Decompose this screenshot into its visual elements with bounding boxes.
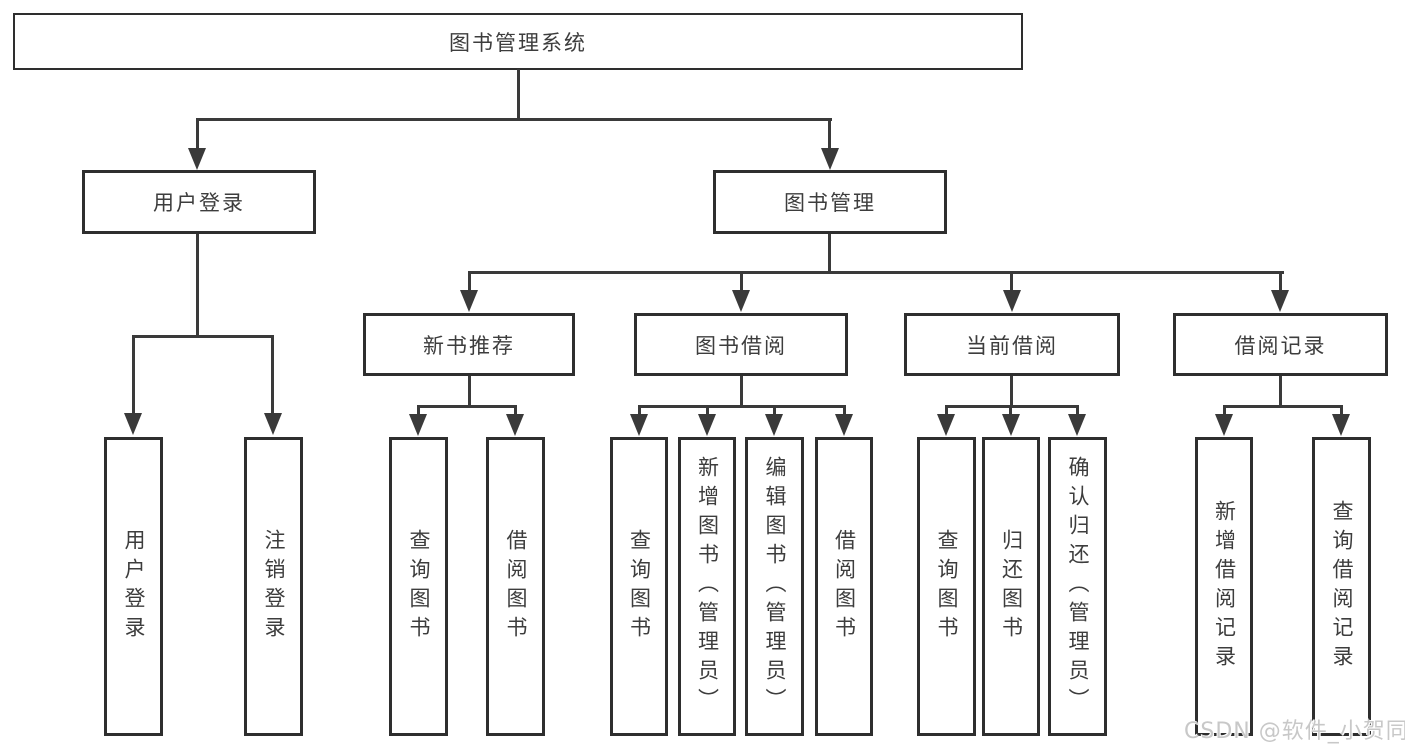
- leaf-user-login: 用户登录: [104, 437, 163, 736]
- connector-stem: [1279, 376, 1282, 407]
- connector-book-mgmt-drop: [828, 118, 831, 152]
- connector-level1-rail: [196, 118, 832, 121]
- connector-leaf-drop: [514, 405, 517, 417]
- leaf-confirm-return-admin: 确认归还（管理员）: [1048, 437, 1107, 736]
- arrow-down-icon: [835, 414, 853, 436]
- connector-leaf-drop: [271, 335, 274, 415]
- connector-rail: [417, 405, 517, 408]
- arrow-down-icon: [937, 414, 955, 436]
- arrow-down-icon: [1215, 414, 1233, 436]
- connector-rail: [1223, 405, 1343, 408]
- connector-root-stem: [517, 69, 520, 121]
- connector-user-login-rail: [132, 335, 274, 338]
- connector-leaf-drop: [1076, 405, 1079, 417]
- node-borrow-records: 借阅记录: [1173, 313, 1388, 376]
- arrow-down-icon: [821, 148, 839, 170]
- arrow-down-icon: [506, 414, 524, 436]
- leaf-query-books-recommend: 查询图书: [389, 437, 448, 736]
- connector-book-mgmt-stem: [828, 234, 831, 274]
- node-user-login: 用户登录: [82, 170, 316, 234]
- arrow-down-icon: [264, 413, 282, 435]
- connector-level2-drop: [468, 271, 471, 293]
- arrow-down-icon: [1003, 290, 1021, 312]
- connector-leaf-drop: [706, 405, 709, 417]
- connector-leaf-drop: [132, 335, 135, 415]
- connector-leaf-drop: [1223, 405, 1226, 417]
- arrow-down-icon: [1002, 414, 1020, 436]
- arrow-down-icon: [1271, 290, 1289, 312]
- arrow-down-icon: [409, 414, 427, 436]
- leaf-query-borrow-record: 查询借阅记录: [1312, 437, 1371, 736]
- node-new-book-recommend: 新书推荐: [363, 313, 575, 376]
- arrow-down-icon: [1332, 414, 1350, 436]
- connector-leaf-drop: [843, 405, 846, 417]
- node-book-management: 图书管理: [713, 170, 947, 234]
- arrow-down-icon: [124, 413, 142, 435]
- leaf-query-books-borrow: 查询图书: [610, 437, 668, 736]
- leaf-add-borrow-record: 新增借阅记录: [1195, 437, 1253, 736]
- leaf-query-books-current: 查询图书: [917, 437, 976, 736]
- connector-leaf-drop: [417, 405, 420, 417]
- arrow-down-icon: [732, 290, 750, 312]
- connector-user-login-stem: [196, 234, 199, 338]
- connector-stem: [468, 376, 471, 407]
- csdn-watermark: CSDN @软件_小贺同学: [1184, 719, 1405, 744]
- node-current-borrow: 当前借阅: [904, 313, 1120, 376]
- connector-level2-drop: [1010, 271, 1013, 293]
- connector-leaf-drop: [638, 405, 641, 417]
- connector-level2-drop: [1279, 271, 1282, 293]
- leaf-logout: 注销登录: [244, 437, 303, 736]
- leaf-borrow-books-recommend: 借阅图书: [486, 437, 545, 736]
- arrow-down-icon: [188, 148, 206, 170]
- connector-leaf-drop: [945, 405, 948, 417]
- arrow-down-icon: [630, 414, 648, 436]
- arrow-down-icon: [460, 290, 478, 312]
- leaf-return-book: 归还图书: [982, 437, 1040, 736]
- node-book-borrow: 图书借阅: [634, 313, 848, 376]
- connector-stem: [1010, 376, 1013, 407]
- arrow-down-icon: [698, 414, 716, 436]
- connector-rail: [638, 405, 845, 408]
- arrow-down-icon: [765, 414, 783, 436]
- connector-level2-drop: [740, 271, 743, 293]
- connector-stem: [740, 376, 743, 407]
- node-library-system: 图书管理系统: [13, 13, 1023, 70]
- leaf-borrow-books: 借阅图书: [815, 437, 873, 736]
- connector-leaf-drop: [773, 405, 776, 417]
- connector-leaf-drop: [1340, 405, 1343, 417]
- leaf-add-book-admin: 新增图书（管理员）: [678, 437, 736, 736]
- connector-user-login-drop: [196, 118, 199, 152]
- arrow-down-icon: [1068, 414, 1086, 436]
- connector-leaf-drop: [1009, 405, 1012, 417]
- connector-level2-rail: [468, 271, 1284, 274]
- leaf-edit-book-admin: 编辑图书（管理员）: [745, 437, 804, 736]
